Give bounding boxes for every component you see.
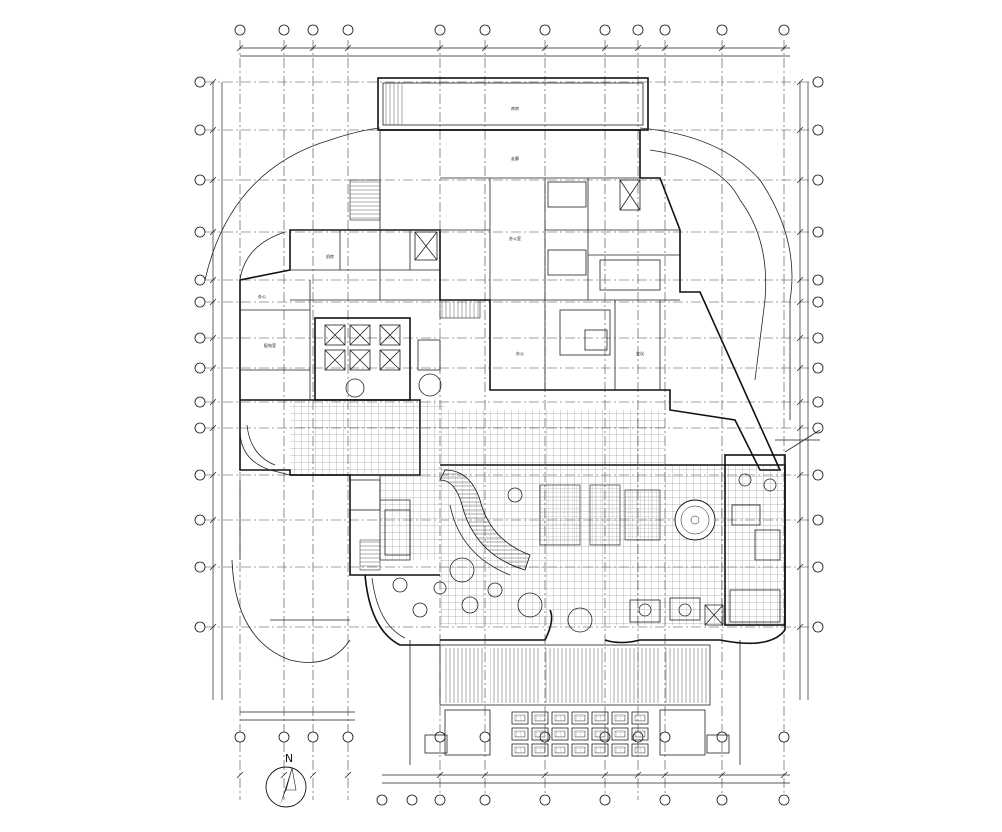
svg-text:会议: 会议	[636, 350, 644, 356]
elevator-core	[314, 317, 442, 401]
site-boundary-curves	[204, 127, 821, 663]
dimension-lines	[209, 44, 809, 784]
svg-text:机房: 机房	[326, 253, 334, 259]
svg-text:配电室: 配电室	[264, 342, 276, 348]
lobby-furniture	[392, 577, 701, 633]
lobby-floor	[290, 400, 786, 646]
upper-building-block: 库房 办公 会议 走廊 办公室 机房 配电室 办公	[239, 77, 782, 476]
north-arrow: N	[265, 752, 307, 808]
svg-text:走廊: 走廊	[511, 155, 519, 161]
axis-bubbles	[194, 24, 824, 806]
svg-text:办公: 办公	[516, 350, 524, 356]
entrance-canopy	[409, 640, 741, 765]
north-label: N	[285, 752, 293, 765]
svg-text:办公: 办公	[258, 293, 266, 299]
spiral-staircase	[439, 469, 531, 583]
svg-text:库房: 库房	[511, 105, 519, 111]
svg-text:办公室: 办公室	[509, 235, 521, 241]
